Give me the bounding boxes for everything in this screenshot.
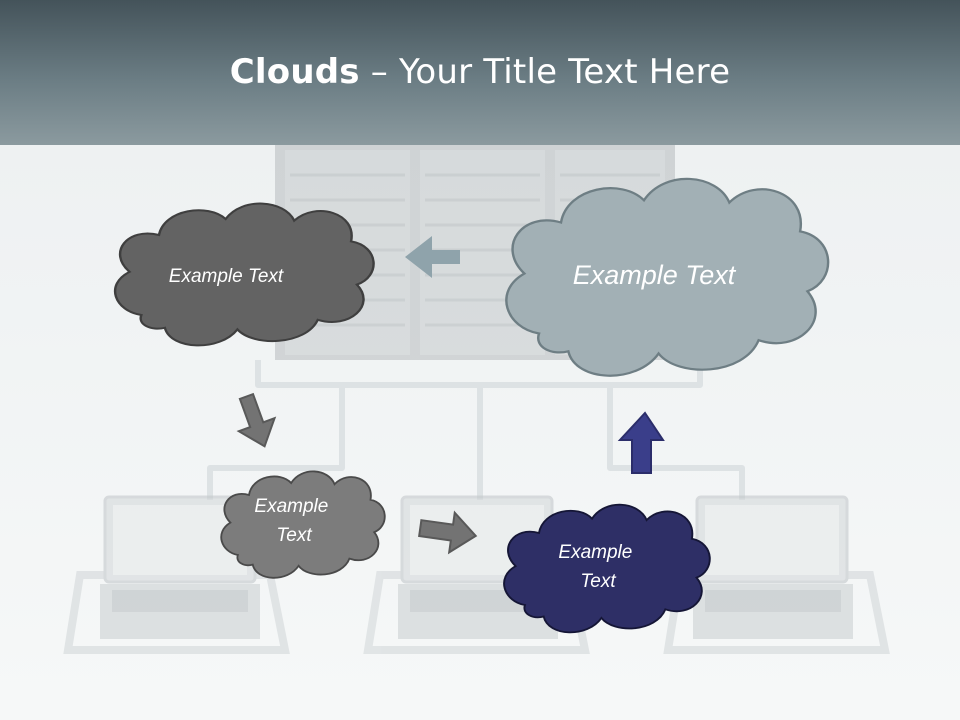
- cloud-top-right-text: Example Text: [573, 260, 737, 290]
- arrow-left: [405, 236, 460, 278]
- network-cables: [207, 360, 745, 500]
- laptop-left: [63, 495, 290, 654]
- cloud-top-left[interactable]: Example Text: [113, 202, 375, 347]
- title-bar: Clouds – Your Title Text Here: [0, 0, 960, 145]
- arrow-right: [418, 510, 478, 555]
- arrow-down: [236, 392, 277, 448]
- laptop-right: [663, 495, 890, 654]
- cloud-bottom-left-text: Example Text: [254, 496, 333, 546]
- title-rest: – Your Title Text Here: [359, 52, 731, 92]
- cloud-bottom-left[interactable]: Example Text: [220, 470, 386, 579]
- slide-title[interactable]: Clouds – Your Title Text Here: [0, 52, 960, 92]
- cloud-top-right[interactable]: Example Text: [505, 177, 830, 377]
- cloud-top-left-text: Example Text: [169, 266, 284, 287]
- cloud-bottom-right[interactable]: Example Text: [503, 503, 711, 634]
- arrow-up: [617, 411, 665, 474]
- cloud-bottom-right-text: Example Text: [558, 542, 637, 592]
- title-bold: Clouds: [229, 52, 360, 92]
